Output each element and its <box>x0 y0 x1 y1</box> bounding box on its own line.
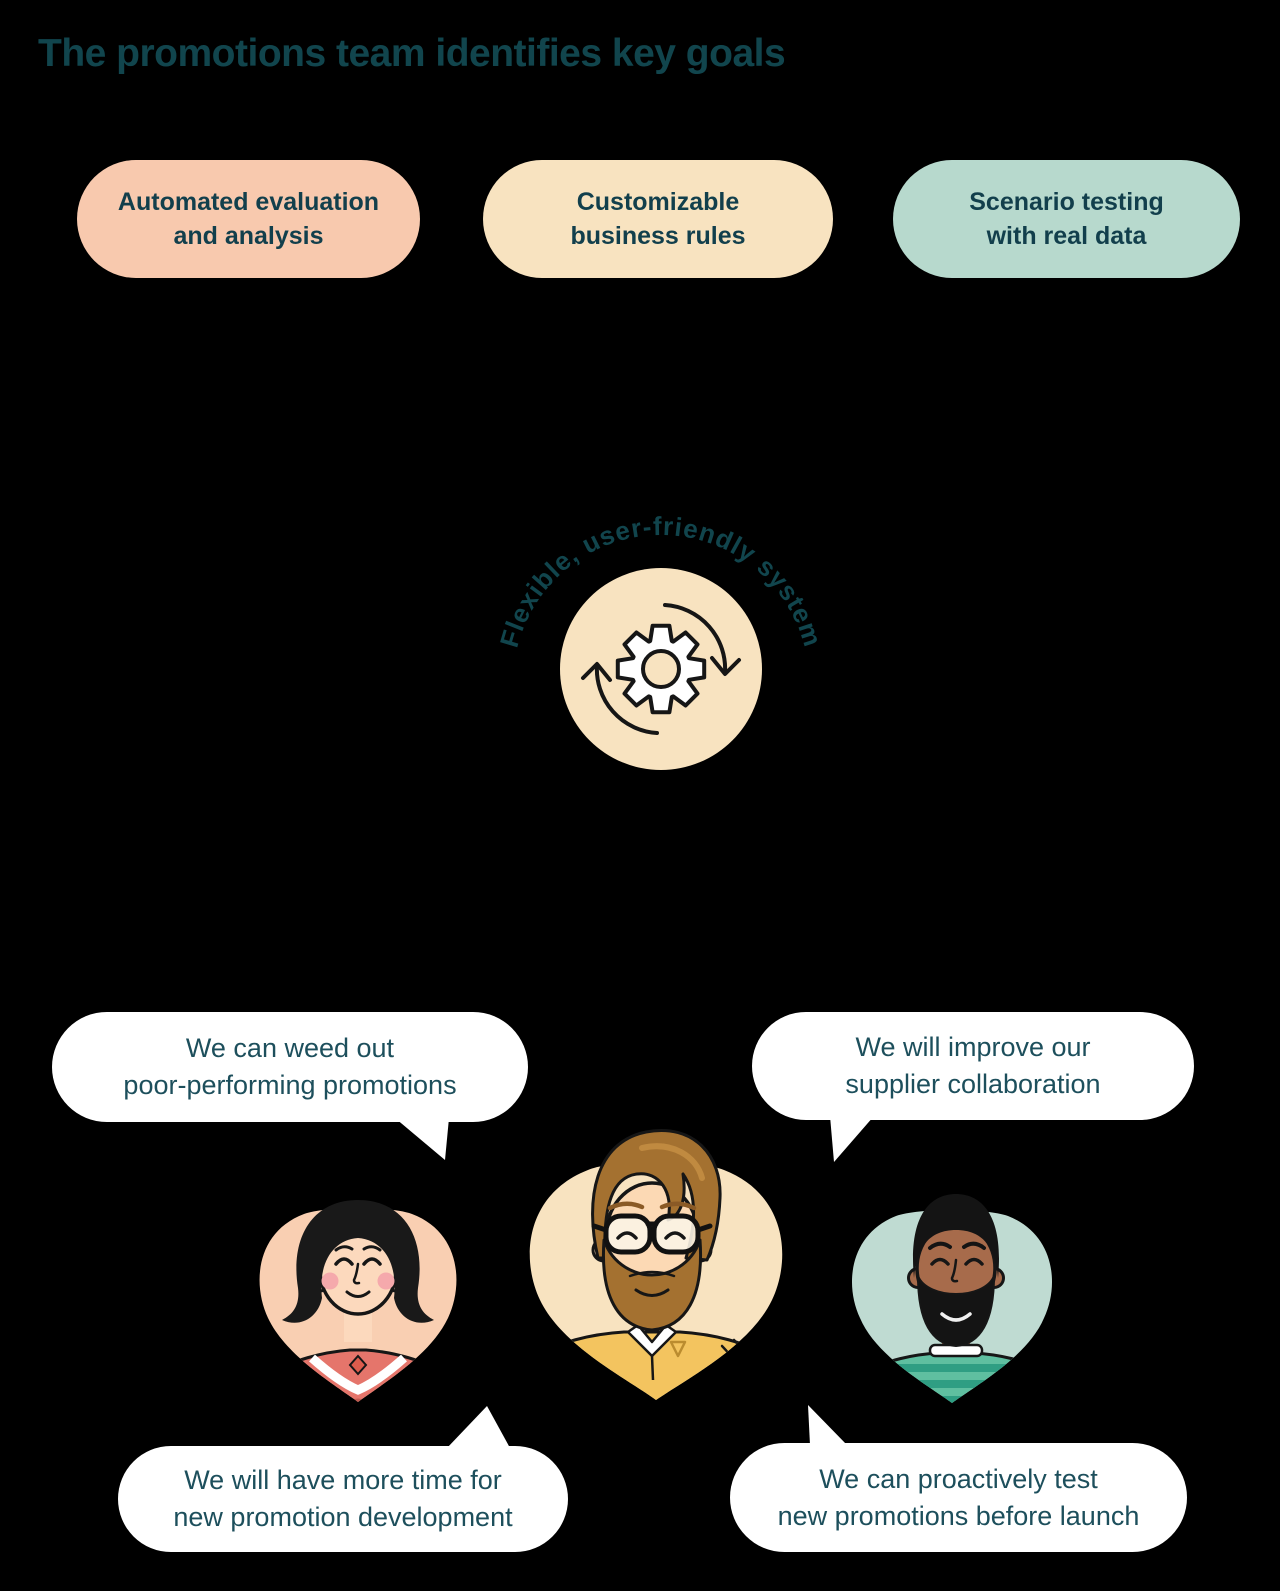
mustache-line <box>628 1270 676 1278</box>
glasses-bridge <box>591 1221 713 1233</box>
smile <box>345 1290 371 1298</box>
speech-bubble-tail <box>395 1118 449 1160</box>
speech-bubble-bottom-left: We will have more time for new promotion… <box>118 1406 568 1552</box>
speech-bubble-top-right: We will improve our supplier collaborati… <box>752 1012 1194 1162</box>
goal-pill-line: Scenario testing <box>969 188 1164 216</box>
speech-bubble-text: We will improve our supplier collaborati… <box>845 1032 1101 1099</box>
goal-pill-line: with real data <box>986 222 1147 250</box>
hair-flat-top <box>913 1194 999 1278</box>
speech-bubble-text: We can proactively test new promotions b… <box>777 1463 1140 1531</box>
goal-pill-line: and analysis <box>173 222 324 250</box>
goal-pill-line: Customizable <box>576 188 740 216</box>
speech-bubble-tail <box>808 1405 847 1445</box>
closed-eyes <box>930 1257 984 1266</box>
goal-pill-scenario-testing: Scenario testing with real data <box>893 160 1240 278</box>
nose <box>950 1258 959 1283</box>
cycle-arrow-top <box>663 603 728 675</box>
cheek <box>377 1272 395 1290</box>
speech-bubble-bottom-right: We can proactively test new promotions b… <box>730 1405 1187 1552</box>
eyebrows <box>928 1241 986 1250</box>
gear-cycle-icon <box>581 603 741 735</box>
avatar-man-beard <box>851 1194 1053 1403</box>
page-title: The promotions team identifies key goals <box>38 32 786 75</box>
speech-bubble-tail <box>830 1116 874 1162</box>
avatar-man-glasses <box>529 1129 783 1400</box>
fold-line <box>342 1398 374 1402</box>
cycle-arrowhead-left <box>581 662 612 682</box>
hair-highlight <box>639 1143 705 1181</box>
goal-pill-line: business rules <box>570 222 746 250</box>
goal-pill-automated-evaluation: Automated evaluation and analysis <box>77 160 420 278</box>
eyebrows <box>334 1245 382 1252</box>
speech-bubble-tail <box>447 1406 510 1448</box>
logo-triangle <box>669 1340 687 1358</box>
smile <box>940 1312 972 1322</box>
cheek <box>321 1272 339 1290</box>
placket <box>650 1355 655 1381</box>
closed-eyes <box>616 1231 686 1240</box>
pendant <box>348 1354 368 1376</box>
center-graphic: Flexible, user-friendly system <box>494 511 827 770</box>
striped-shirt-group <box>860 1343 1052 1403</box>
eyebrows <box>607 1201 697 1211</box>
hair-bob <box>282 1200 434 1323</box>
cycle-arrow-bottom <box>594 663 659 735</box>
shirt-stripes <box>862 1364 1050 1403</box>
collar-stripe <box>309 1354 407 1395</box>
nose <box>352 1262 361 1285</box>
avatar-woman <box>259 1200 457 1402</box>
beard <box>917 1275 995 1347</box>
speech-bubble-text: We can weed out poor-performing promotio… <box>123 1033 457 1100</box>
goal-pill-line: Automated evaluation <box>117 188 380 216</box>
cycle-arrowhead-right <box>710 656 741 676</box>
speech-bubble-top-left: We can weed out poor-performing promotio… <box>52 1012 528 1160</box>
closed-eyes <box>334 1257 382 1266</box>
speech-bubble-text: We will have more time for new promotion… <box>173 1465 513 1532</box>
shoulder-seam <box>1018 1364 1040 1402</box>
goal-pill-customizable-rules: Customizable business rules <box>483 160 833 278</box>
woman-top <box>266 1348 450 1402</box>
gear-hole <box>641 649 681 689</box>
smile <box>634 1288 670 1297</box>
